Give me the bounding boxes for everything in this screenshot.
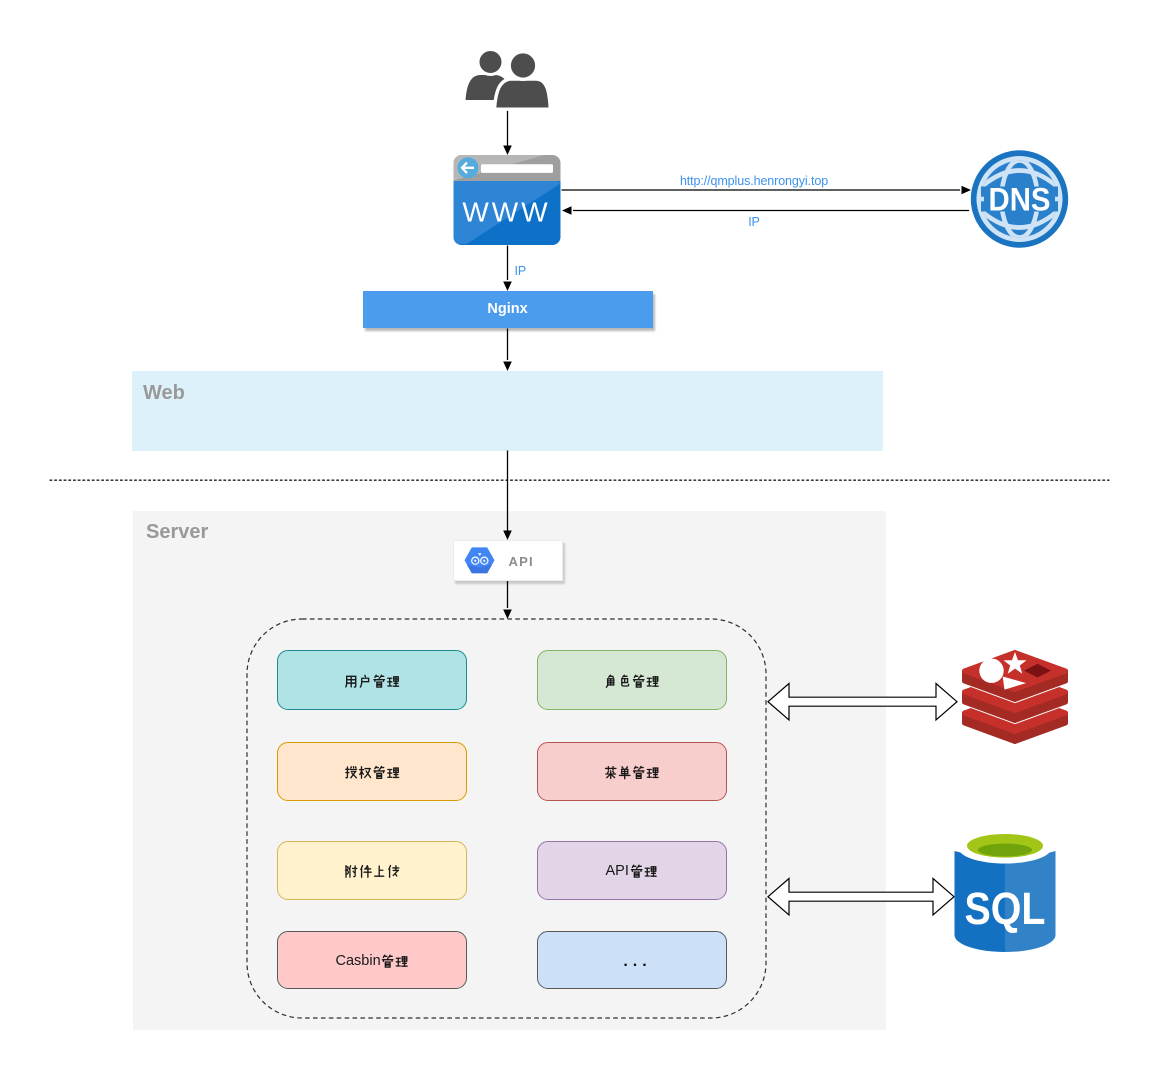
svg-text:SQL: SQL xyxy=(965,883,1046,934)
svg-text:API: API xyxy=(606,863,629,879)
svg-text:WWW: WWW xyxy=(462,197,550,228)
svg-text:Casbin: Casbin xyxy=(336,953,381,969)
svg-text:DNS: DNS xyxy=(989,182,1051,218)
